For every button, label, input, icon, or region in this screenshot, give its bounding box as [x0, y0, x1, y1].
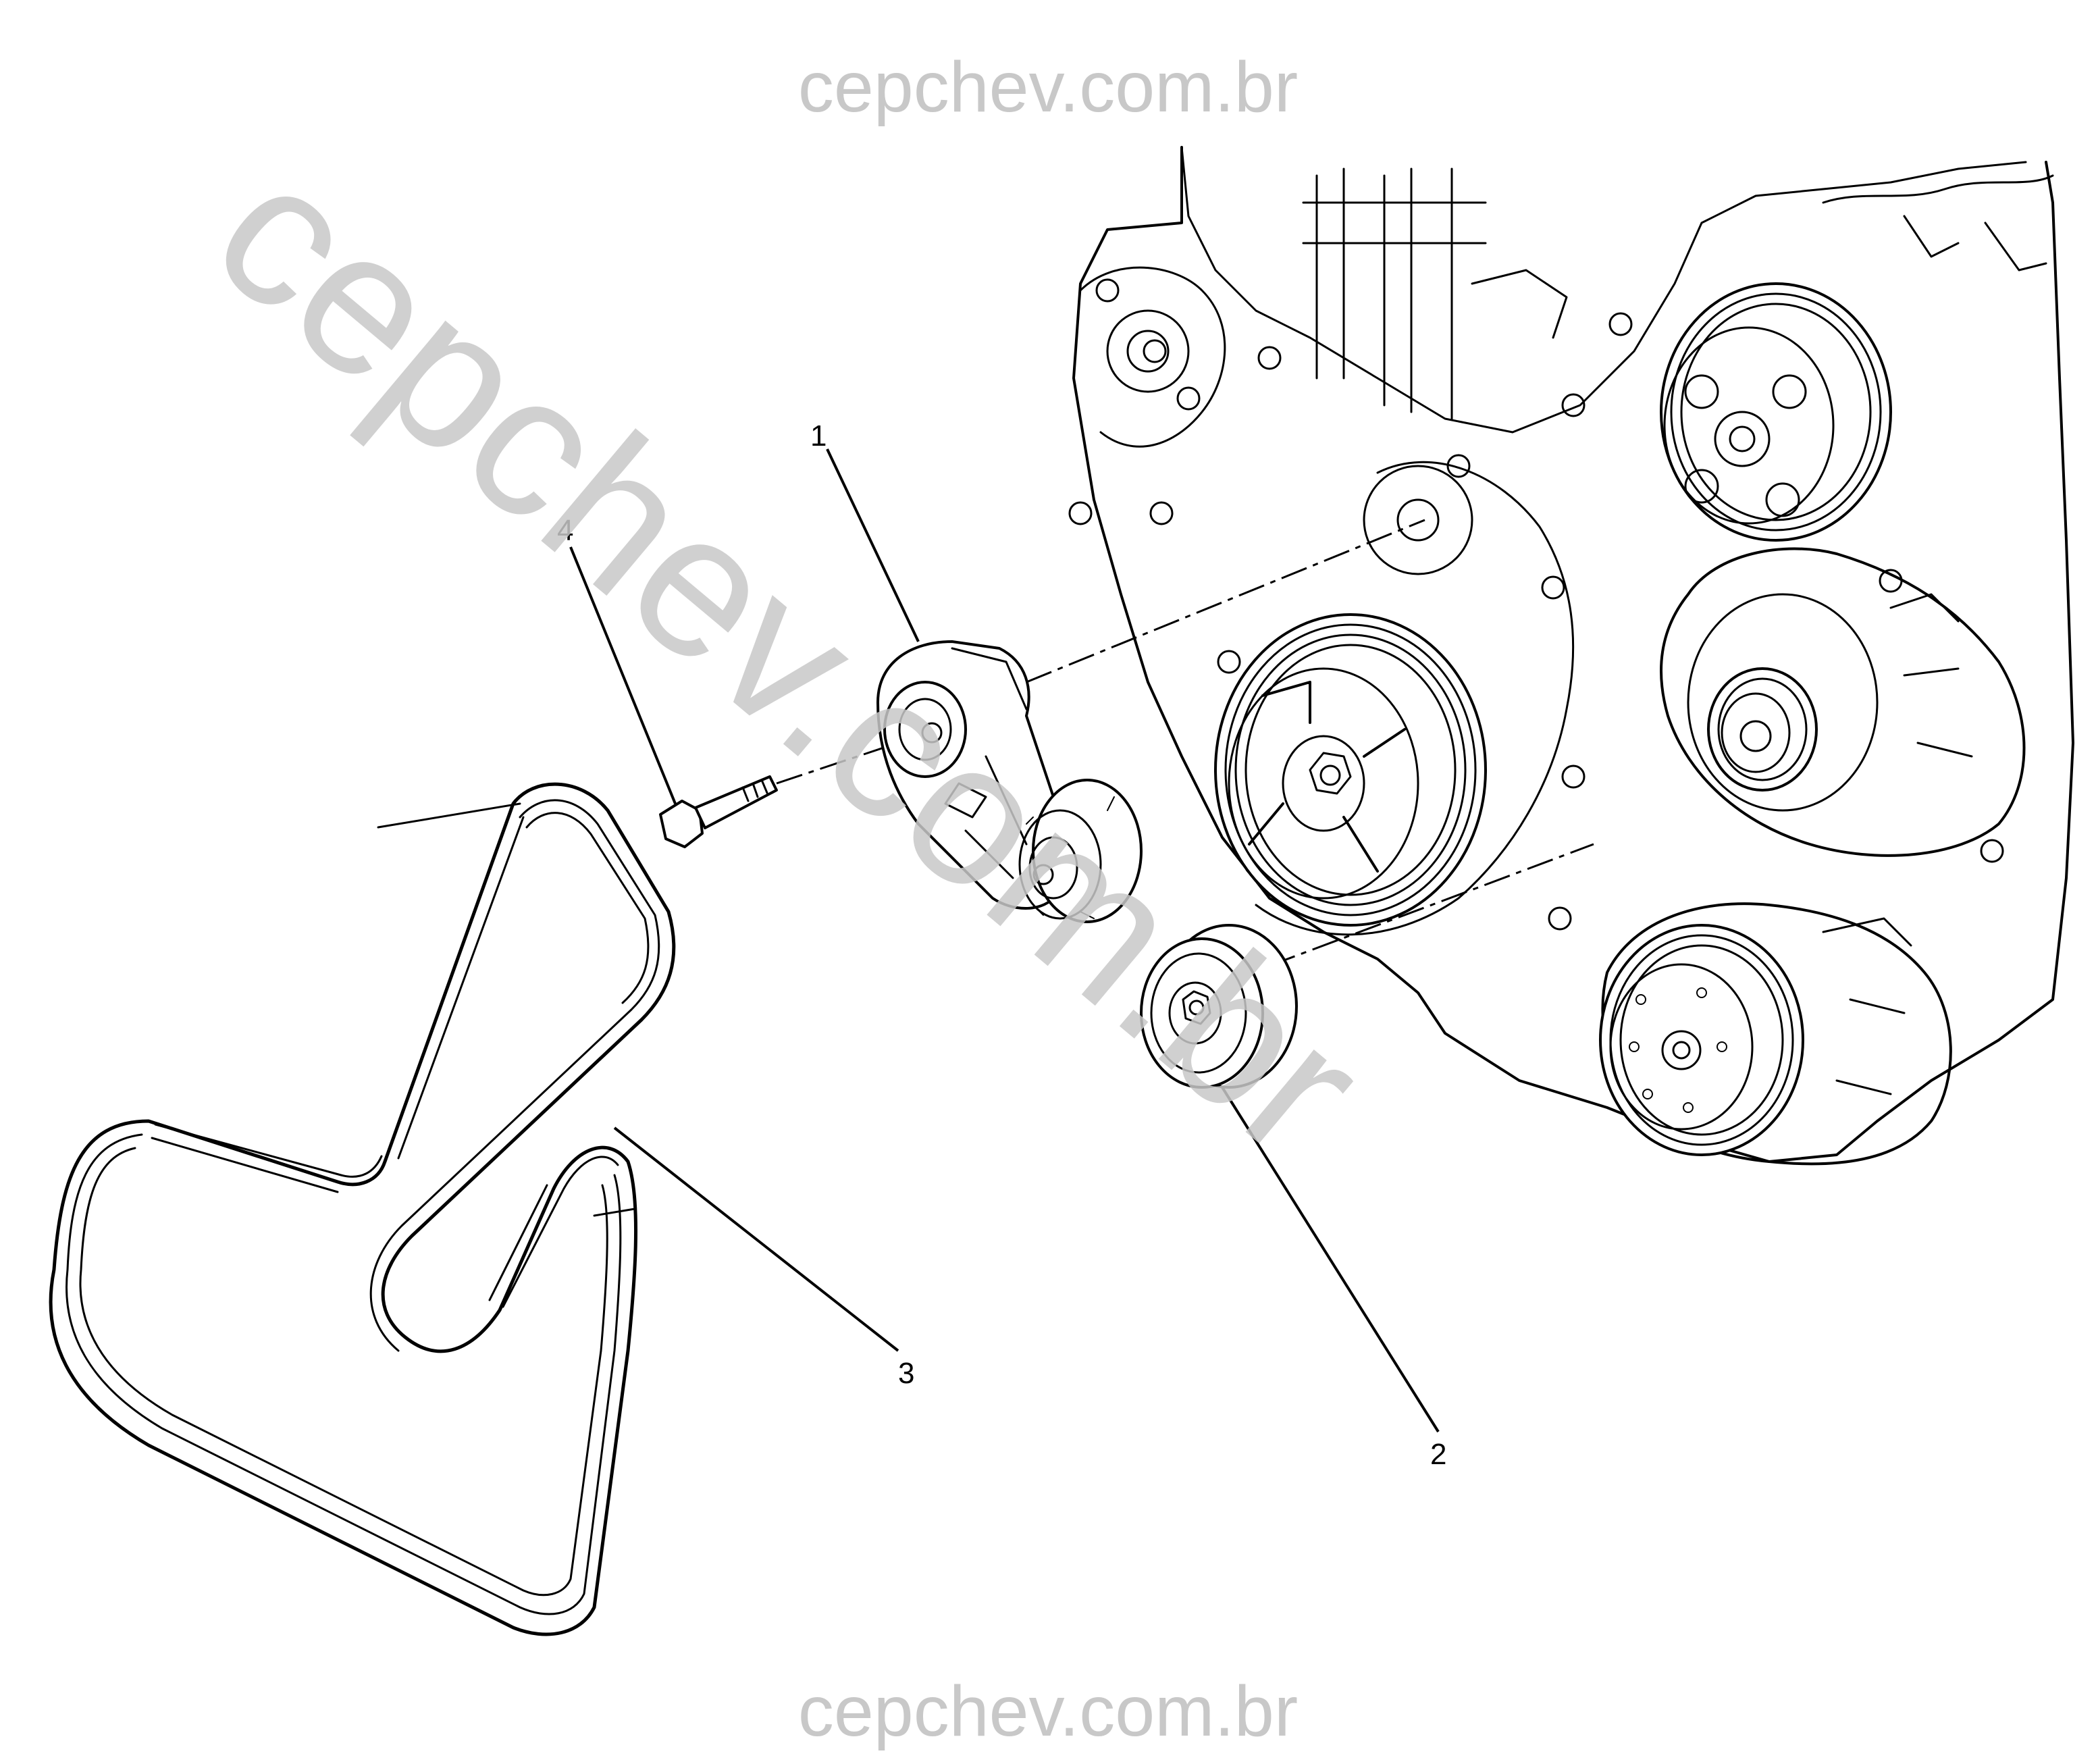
- leader-lines: [569, 448, 1440, 1433]
- callout-3: 3: [898, 1357, 914, 1390]
- engine-front-assembly: [1068, 146, 2074, 1166]
- drive-belt: [49, 782, 676, 1636]
- idler-pulley: [1140, 924, 1298, 1089]
- water-pump-pulley: [1660, 282, 1892, 542]
- engine-bolts: [1068, 278, 2004, 931]
- watermark-top: cepchev.com.br: [798, 47, 1298, 127]
- tensioner-bolt: [659, 775, 778, 848]
- crankshaft-pulley: [1214, 613, 1487, 927]
- watermark-bottom: cepchev.com.br: [798, 1671, 1298, 1751]
- watermark: cepchev.com.br cepchev.com.br cepchev.co…: [174, 47, 1405, 1751]
- ac-compressor: [1599, 902, 1952, 1166]
- drive-belt-tensioner: [876, 640, 1143, 923]
- callout-1: 1: [810, 419, 827, 452]
- callout-2: 2: [1430, 1438, 1446, 1471]
- callout-4: 4: [557, 514, 573, 547]
- generator: [1660, 547, 2026, 857]
